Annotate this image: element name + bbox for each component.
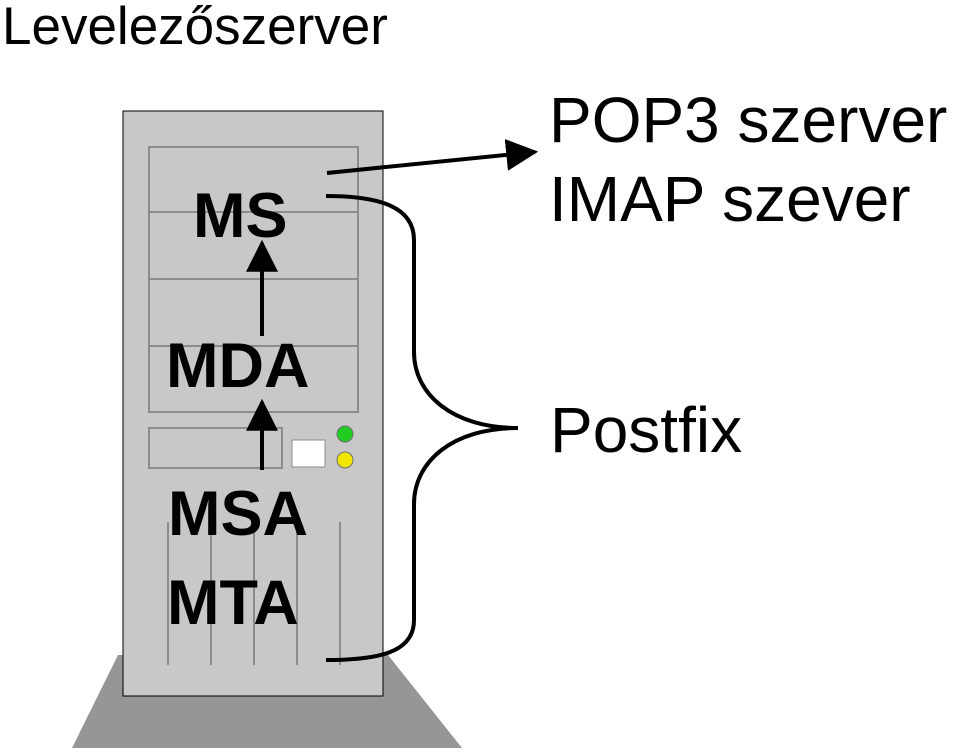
mta-label: MTA	[167, 568, 299, 638]
power-button	[291, 439, 326, 468]
pop3-label: POP3 szerver	[549, 84, 948, 156]
msa-label: MSA	[168, 479, 308, 549]
postfix-brace	[325, 194, 519, 662]
drive-bay-middle-bottom	[148, 278, 359, 347]
page-title: Levelezőszerver	[2, 0, 388, 56]
ms-label: MS	[193, 181, 288, 251]
disk-slot	[148, 427, 283, 469]
ms-to-pop3-arrow	[326, 138, 539, 175]
postfix-label: Postfix	[550, 394, 743, 466]
mda-label: MDA	[166, 331, 310, 401]
activity-led	[336, 451, 354, 469]
imap-label: IMAP szever	[549, 163, 911, 235]
power-led	[336, 425, 354, 443]
